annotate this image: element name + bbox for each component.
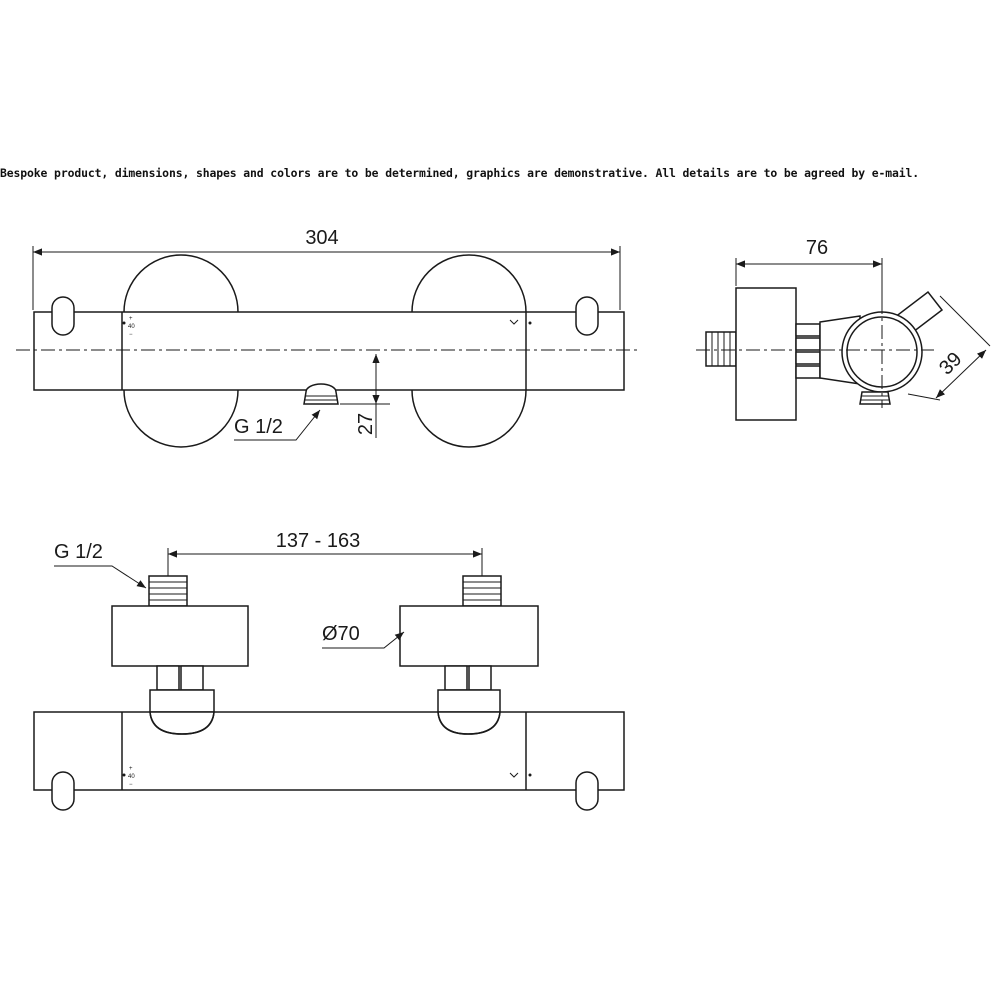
outlet-thread-leader — [234, 409, 321, 441]
top-scale-plus: + — [129, 766, 133, 772]
top-right-disc — [399, 605, 539, 667]
inlet-thread-label: G 1/2 — [54, 541, 103, 563]
front-outlet — [303, 383, 339, 405]
front-view: + 40 − 304 27 G 1/2 — [16, 227, 640, 448]
front-right-dot — [528, 321, 532, 325]
dim-centers-label: 137 - 163 — [276, 530, 361, 552]
front-right-knob — [575, 296, 599, 336]
top-scale-value: 40 — [128, 774, 135, 780]
front-left-disc-bottom — [123, 389, 239, 448]
dim-depth-label: 76 — [806, 237, 828, 259]
dim-width-label: 304 — [305, 227, 338, 249]
top-view: + 40 − 137 - 163 G 1/2 Ø70 — [33, 530, 625, 811]
top-chevron-icon — [509, 772, 519, 778]
top-left-nut-b — [180, 665, 204, 691]
side-view: 76 39 — [696, 237, 991, 421]
top-right-knob — [575, 771, 599, 811]
top-left-nut-a — [156, 665, 180, 691]
side-disc — [735, 287, 797, 421]
outlet-thread-label: G 1/2 — [234, 416, 283, 438]
dim-angle-label: 39 — [935, 348, 966, 379]
dim-outlet-height-label: 27 — [355, 413, 377, 435]
top-right-nut-b — [468, 665, 492, 691]
dim-angle-line — [935, 349, 987, 399]
top-left-inlet-thread — [148, 575, 188, 607]
dim-diameter-label: Ø70 — [322, 623, 360, 645]
side-outlet — [859, 391, 891, 405]
inlet-thread-leader — [54, 565, 147, 589]
side-nut-bottom — [795, 365, 821, 379]
disclaimer-text: Bespoke product, dimensions, shapes and … — [0, 166, 920, 180]
side-nut-top — [795, 323, 821, 337]
top-left-disc — [111, 605, 249, 667]
front-right-disc-top — [411, 254, 527, 313]
side-inlet-thread — [705, 331, 737, 367]
top-right-nut-a — [444, 665, 468, 691]
front-scale-value: 40 — [128, 324, 135, 330]
front-chevron-icon — [509, 319, 519, 325]
front-left-disc-top — [123, 254, 239, 313]
front-left-knob — [51, 296, 75, 336]
top-right-inlet-thread — [462, 575, 502, 607]
front-right-disc-bottom — [411, 389, 527, 448]
top-scale-minus: − — [129, 782, 133, 788]
front-left-dot — [122, 321, 126, 325]
diameter-leader — [322, 631, 405, 649]
top-left-knob — [51, 771, 75, 811]
front-scale-minus: − — [129, 332, 133, 338]
front-scale-plus: + — [129, 316, 133, 322]
